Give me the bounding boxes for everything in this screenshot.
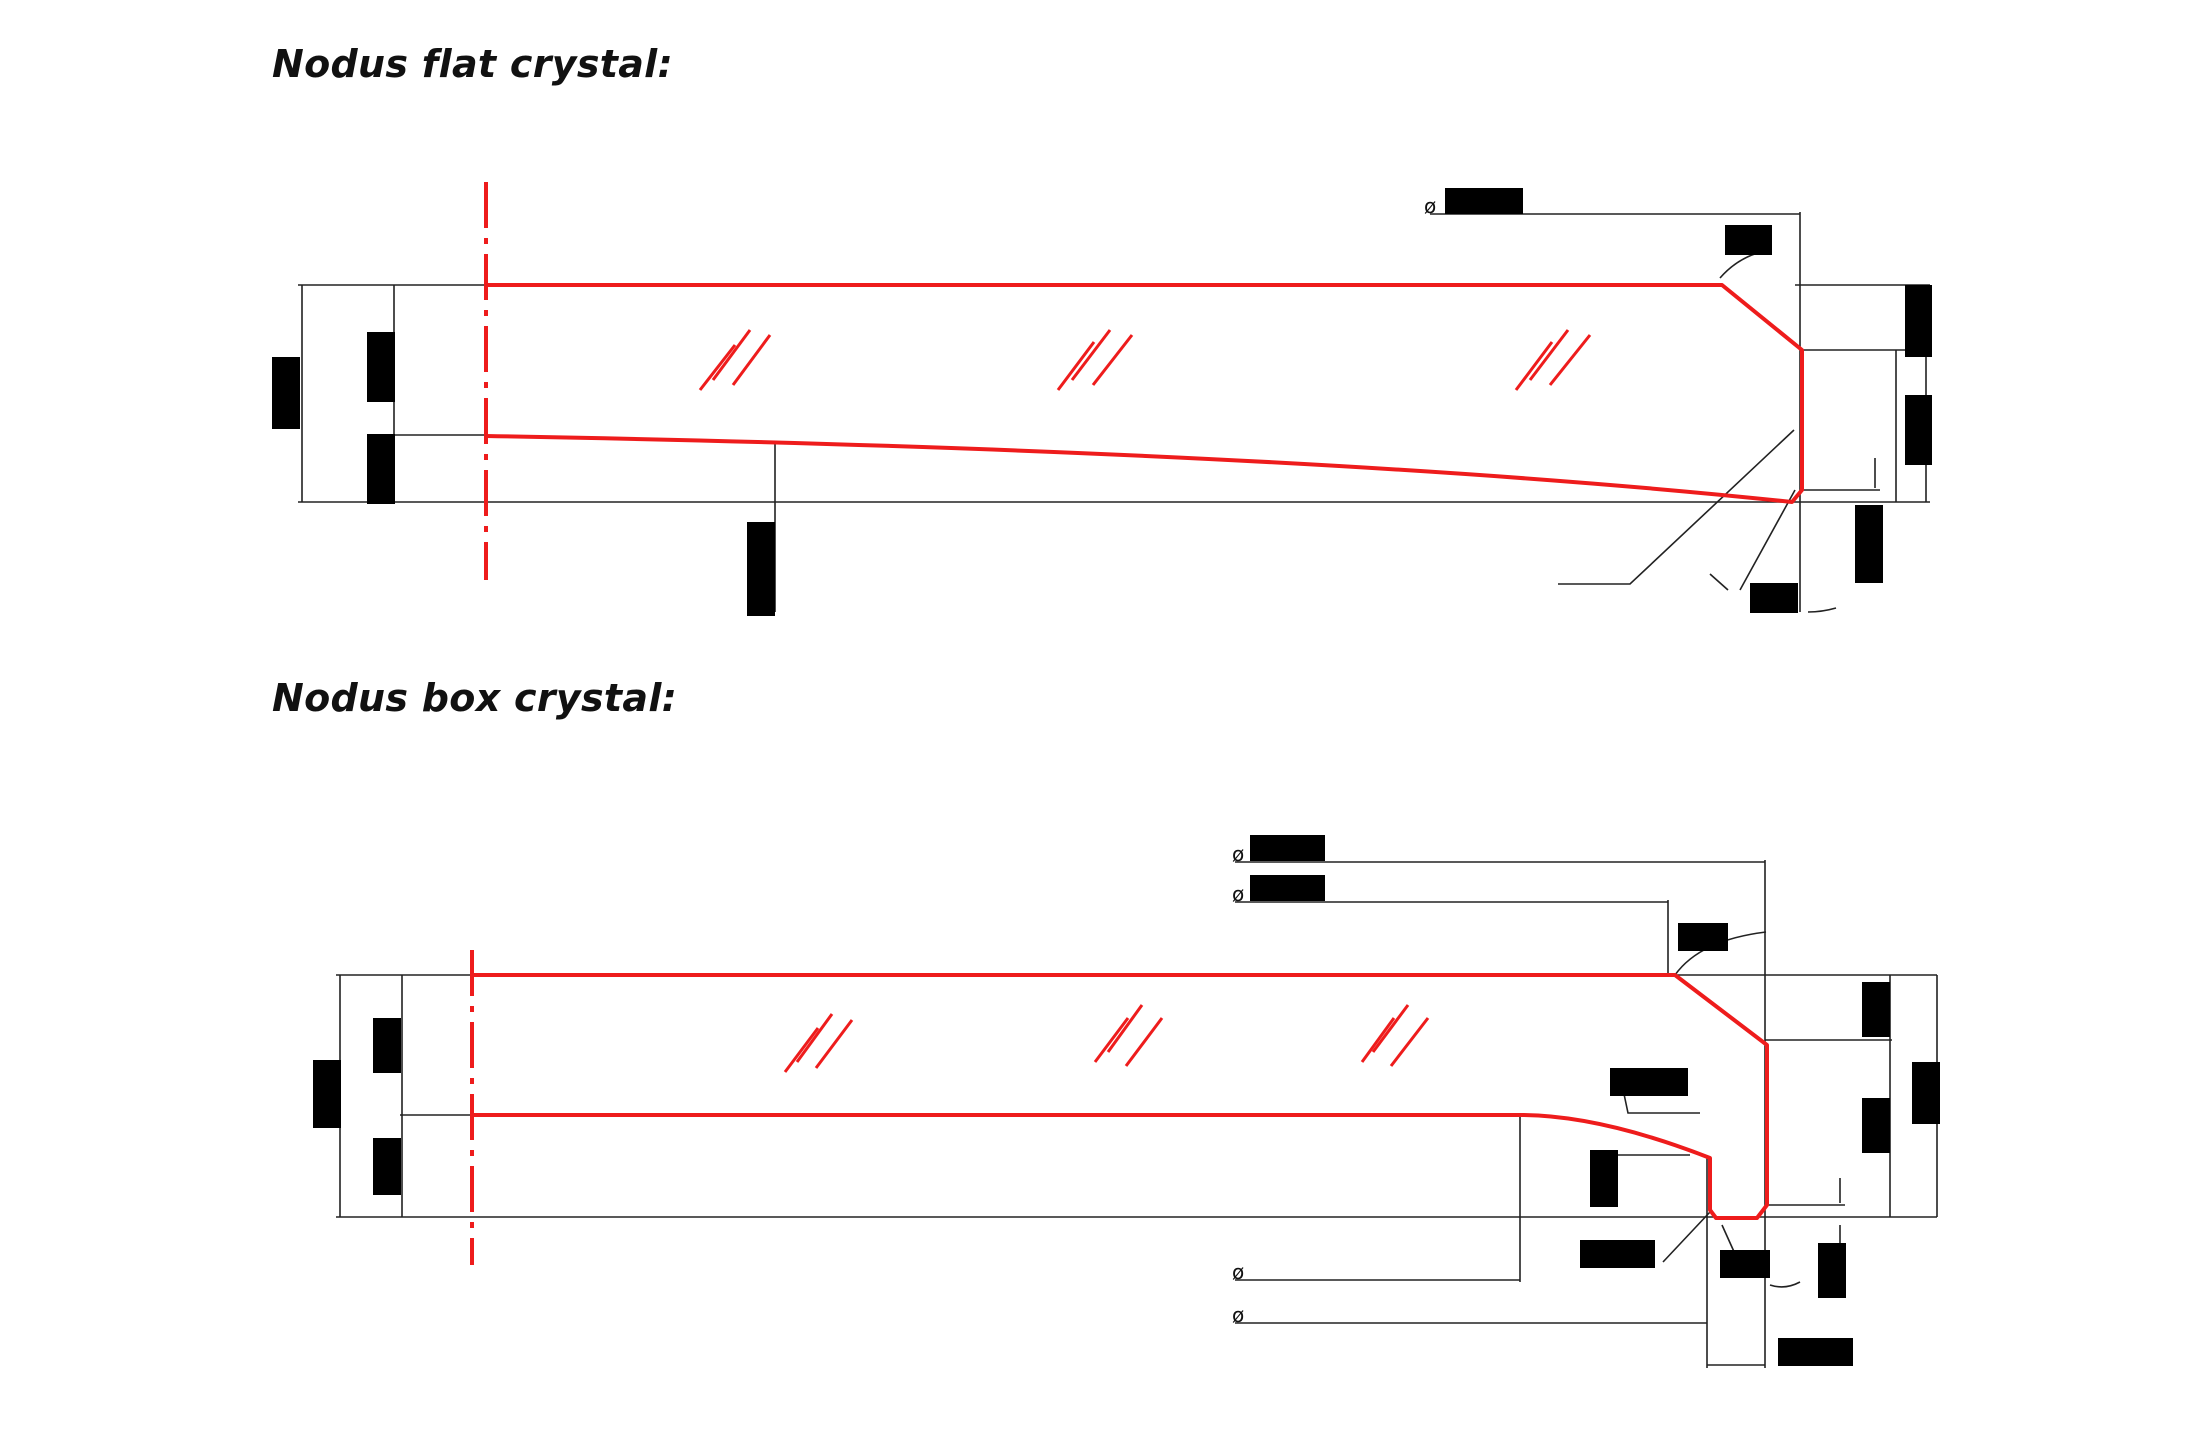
redacted-dimension [1720,1250,1770,1278]
flat-lower-angle-arc [1807,607,1837,613]
redacted-dimension [367,332,395,402]
flat-lower-angle-leader [1739,489,1796,591]
flat-crystal-title: Nodus flat crystal: [272,42,673,86]
box-redacted-values [313,835,1940,1366]
flat-dimension-lines [298,212,1930,613]
redacted-dimension [313,1060,341,1128]
box-dimension-lines [336,860,1938,1368]
redacted-dimension [1590,1150,1618,1207]
redacted-dimension [1855,505,1883,583]
redacted-dimension [747,522,775,616]
redacted-dimension [1862,982,1890,1037]
box-glass-hatch-marks [783,1004,1430,1073]
redacted-dimension [1580,1240,1655,1268]
box-lower-angle-arc [1769,1281,1801,1288]
box-top-diameter-symbol: ø [1232,882,1244,906]
redacted-dimension [1725,225,1772,255]
redacted-dimension [1905,395,1932,465]
box-outer-diameter-symbol: ø [1232,842,1244,866]
flat-bevel-leader [1558,429,1795,585]
redacted-dimension [1445,188,1523,214]
redacted-dimension [1905,285,1932,357]
redacted-dimension [1678,923,1728,951]
redacted-dimension [1250,835,1325,861]
redacted-dimension [1250,875,1325,901]
redacted-dimension [1862,1098,1890,1153]
box-diameter-symbols: ø ø ø ø [1232,842,1244,1327]
box-crystal-title: Nodus box crystal: [272,676,678,720]
redacted-dimension [1778,1338,1853,1366]
redacted-dimension [373,1018,401,1073]
box-lower-radius-leader [1662,1211,1711,1263]
redacted-dimension [272,357,300,429]
redacted-dimension [367,434,395,504]
redacted-dimension [1818,1243,1846,1298]
redacted-dimension [373,1138,401,1195]
box-crystal-outline [472,973,1769,1220]
flat-diameter-symbol: ø [1424,194,1436,218]
flat-redacted-values [272,188,1932,616]
flat-lower-angle-tick [1709,573,1729,591]
redacted-dimension [1750,583,1798,613]
box-step-diameter-symbol: ø [1232,1303,1244,1327]
redacted-dimension [1610,1068,1688,1096]
redacted-dimension [1912,1062,1940,1124]
box-lower-diameter-symbol: ø [1232,1260,1244,1284]
flat-crystal-outline [485,283,1804,504]
flat-glass-hatch-marks [698,329,1592,391]
